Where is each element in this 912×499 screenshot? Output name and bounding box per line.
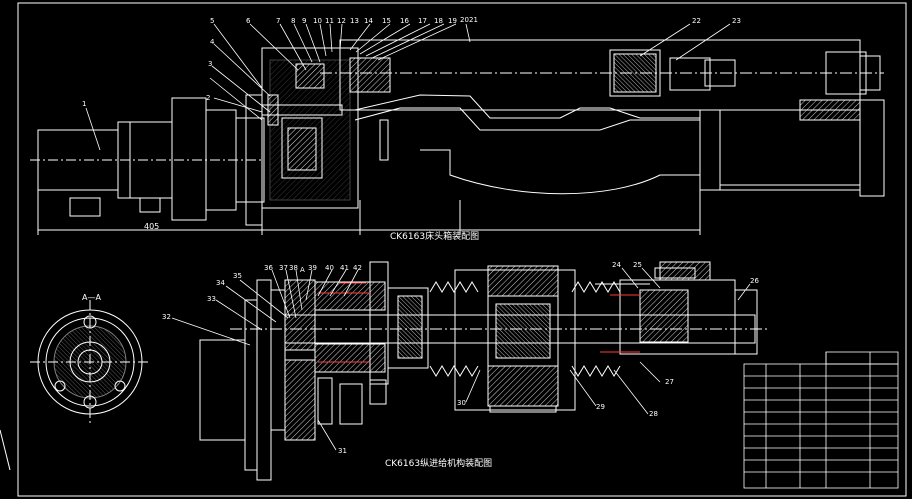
part-label: 3 bbox=[208, 60, 213, 68]
part-label: 32 bbox=[162, 313, 171, 321]
section-mark: A bbox=[300, 266, 305, 274]
part-label: 19 bbox=[448, 17, 457, 25]
part-label: 14 bbox=[364, 17, 373, 25]
part-label: 42 bbox=[353, 264, 362, 272]
part-label: 8 bbox=[291, 17, 296, 25]
bottom-title: CK6163纵进给机构装配图 bbox=[385, 459, 493, 469]
part-label: 13 bbox=[350, 17, 359, 25]
part-label: 34 bbox=[216, 279, 225, 287]
bottom-leaders bbox=[171, 267, 751, 451]
part-label: 41 bbox=[340, 264, 349, 272]
part-label: 23 bbox=[732, 17, 741, 25]
part-label: 4 bbox=[210, 38, 215, 46]
part-label: 9 bbox=[302, 17, 307, 25]
red-accents bbox=[318, 282, 640, 363]
part-label: 25 bbox=[633, 261, 642, 269]
part-label: 17 bbox=[418, 17, 427, 25]
title-block bbox=[743, 351, 899, 489]
section-label: A—A bbox=[82, 293, 101, 302]
section-a-a bbox=[30, 300, 150, 424]
part-label: 37 bbox=[279, 264, 288, 272]
part-label: 38 bbox=[289, 264, 298, 272]
part-label: 16 bbox=[400, 17, 409, 25]
part-label: 27 bbox=[665, 378, 674, 386]
part-label: 31 bbox=[338, 447, 347, 455]
part-label: 10 bbox=[313, 17, 322, 25]
part-label: 12 bbox=[337, 17, 346, 25]
part-label: 20 bbox=[460, 16, 469, 24]
part-label: 36 bbox=[264, 264, 273, 272]
part-label: 26 bbox=[750, 277, 759, 285]
part-label: 21 bbox=[469, 16, 478, 24]
part-label: 11 bbox=[325, 17, 334, 25]
feed-assembly bbox=[199, 261, 770, 481]
top-leaders bbox=[85, 23, 731, 151]
part-label: 15 bbox=[382, 17, 391, 25]
part-label: 28 bbox=[649, 410, 658, 418]
part-label: 6 bbox=[246, 17, 251, 25]
part-label: 5 bbox=[210, 17, 215, 25]
part-label: 24 bbox=[612, 261, 621, 269]
part-label: 1 bbox=[82, 100, 87, 108]
part-label: 33 bbox=[207, 295, 216, 303]
part-label: 35 bbox=[233, 272, 242, 280]
headstock-assembly bbox=[30, 39, 885, 235]
part-label: 40 bbox=[325, 264, 334, 272]
part-label: 18 bbox=[434, 17, 443, 25]
top-title: CK6163床头箱装配图 bbox=[390, 232, 480, 242]
part-label: 39 bbox=[308, 264, 317, 272]
part-label: 30 bbox=[457, 399, 466, 407]
part-label: 29 bbox=[596, 403, 605, 411]
dimension-405: 405 bbox=[144, 222, 160, 231]
part-label: 22 bbox=[692, 17, 701, 25]
part-label: 2 bbox=[206, 94, 211, 102]
part-label: 7 bbox=[276, 17, 281, 25]
